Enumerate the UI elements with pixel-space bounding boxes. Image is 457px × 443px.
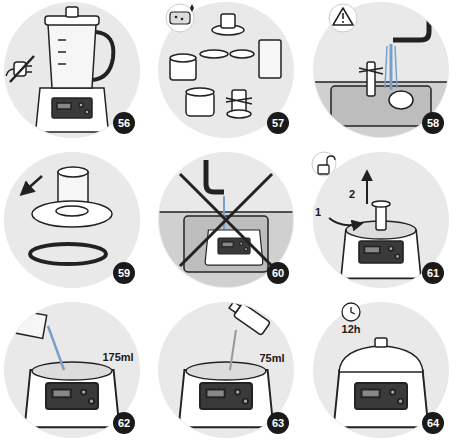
panel-no-immersion <box>156 152 296 290</box>
step-order: 2 <box>347 188 357 200</box>
step-badge: 64 <box>422 412 444 434</box>
time-label: 12h <box>340 323 363 335</box>
step-number: 63 <box>272 418 284 429</box>
volume-label: 75ml <box>257 352 286 364</box>
step-badge: 57 <box>267 112 289 134</box>
step-number: 59 <box>118 268 130 279</box>
step-badge: 62 <box>113 412 135 434</box>
step-badge: 63 <box>267 412 289 434</box>
step-number: 61 <box>427 268 439 279</box>
step-number: 58 <box>427 118 439 129</box>
step-order: 1 <box>313 206 323 218</box>
panel-add-descaler <box>158 298 294 438</box>
step-number: 56 <box>118 118 130 129</box>
panel-remove-gasket <box>4 152 140 288</box>
step-number: 62 <box>118 418 130 429</box>
step-number: 60 <box>272 268 284 279</box>
step-badge: 59 <box>113 262 135 284</box>
step-badge: 58 <box>422 112 444 134</box>
step-badge: 56 <box>113 112 135 134</box>
step-number: 64 <box>427 418 439 429</box>
volume-label: 175ml <box>100 351 135 363</box>
step-badge: 60 <box>267 262 289 284</box>
panel-rinse-blade <box>311 2 451 140</box>
panel-wait <box>313 302 449 438</box>
panel-add-water <box>4 302 140 438</box>
panel-unplug <box>4 2 140 138</box>
panel-parts <box>158 2 294 138</box>
step-badge: 61 <box>422 262 444 284</box>
step-number: 57 <box>272 118 284 129</box>
panel-remove-blade <box>312 152 449 288</box>
